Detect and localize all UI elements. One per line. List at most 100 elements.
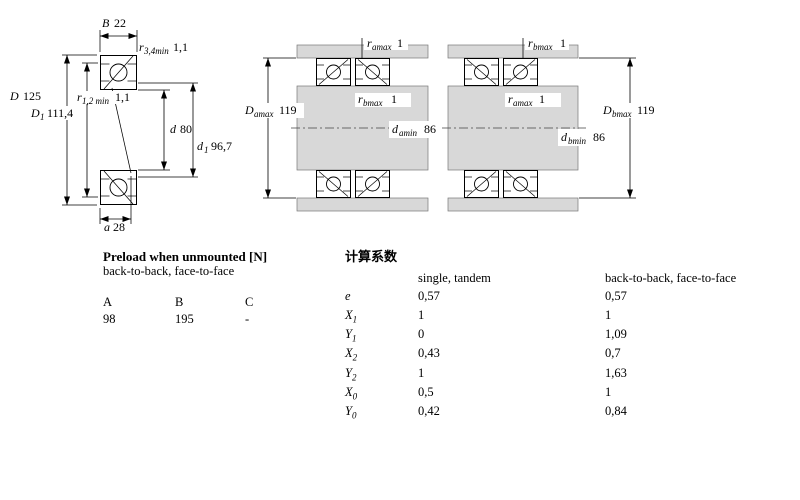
dim-B: B 22 <box>99 16 138 52</box>
back-to-back-arrangement-diagram: D amax 119 r amax 1 r bmax 1 d amin 86 <box>242 36 443 212</box>
dim-Damax-sym: D <box>244 103 254 117</box>
dim-r34-sym: r <box>139 40 144 54</box>
factor-label: X0 <box>345 384 358 402</box>
dim-a-sym: a <box>104 220 110 234</box>
dim-d: d 80 <box>138 89 196 171</box>
factor-label: Y1 <box>345 327 357 344</box>
calculation-factors-table: 计算系数 single, tandem back-to-back, face-t… <box>345 249 785 423</box>
dim-Dbmax-sub: bmax <box>612 109 632 119</box>
dim-dbmin-sub: bmin <box>568 136 587 146</box>
dim-ramax-sym: r <box>367 36 372 50</box>
factor-value: 0,43 <box>418 346 440 361</box>
bearing-drawings: B 22 r 3,4min 1,1 D 125 D 1 111,4 r <box>9 16 662 234</box>
dim-ramax-val: 1 <box>397 36 403 50</box>
dim-B-val: 22 <box>114 16 126 30</box>
preload-table-title: Preload when unmounted [N] <box>103 249 268 264</box>
dim-r12-val: 1,1 <box>115 90 130 104</box>
dim-Dbmax-sym: D <box>602 103 612 117</box>
dim-damin-sym: d <box>392 122 399 136</box>
factors-col2-header: back-to-back, face-to-face <box>605 271 737 285</box>
dim-Dbmax-val: 119 <box>637 103 655 117</box>
dim-ramax-sub: amax <box>513 98 533 108</box>
dim-rbmax-mid: r bmax 1 <box>355 92 411 108</box>
factor-value: 0,5 <box>418 384 434 399</box>
housing-top <box>296 44 429 59</box>
preload-table: Preload when unmounted [N] back-to-back,… <box>103 249 333 327</box>
dim-a-val: 28 <box>113 220 125 234</box>
preload-col-header: C <box>245 295 254 309</box>
dim-rbmax-val: 1 <box>560 36 566 50</box>
factor-value: 1 <box>418 365 425 380</box>
dim-a: a 28 <box>99 176 132 234</box>
dim-Damax-val: 119 <box>279 103 297 117</box>
factor-value: 1,63 <box>605 365 627 380</box>
factors-col1-header: single, tandem <box>418 271 491 285</box>
factor-value: 0,57 <box>418 288 440 303</box>
factor-value: 1 <box>605 307 612 322</box>
dim-rbmax-sym: r <box>358 92 363 106</box>
factor-value: 0,42 <box>418 403 440 418</box>
dim-D1-sym: D <box>30 106 40 120</box>
dim-d1-sub: 1 <box>204 145 209 155</box>
dim-rbmax-top: r bmax 1 <box>522 36 569 58</box>
factor-label: Y2 <box>345 365 357 383</box>
preload-table-subtitle: back-to-back, face-to-face <box>103 264 235 278</box>
dim-damin-val: 86 <box>424 122 436 136</box>
dim-Dbmax: D bmax 119 <box>579 57 662 199</box>
factor-value: 0,7 <box>605 346 621 361</box>
dim-D1-val: 111,4 <box>47 106 73 120</box>
dim-D1-sub: 1 <box>40 112 45 122</box>
factor-value: 1 <box>418 307 425 322</box>
factor-value: 0 <box>418 327 425 342</box>
factors-label-column <box>345 271 418 286</box>
dim-ramax-val: 1 <box>539 92 545 106</box>
factor-label: X1 <box>345 307 358 325</box>
dim-rbmax-val: 1 <box>391 92 397 106</box>
preload-value: 195 <box>175 312 194 326</box>
factor-label: Y0 <box>345 403 357 421</box>
dim-Damax: D amax 119 <box>242 57 304 199</box>
dim-r12: r 1,2 min 1,1 <box>74 90 136 106</box>
preload-value: - <box>245 312 250 326</box>
dim-D1: D 1 111,4 <box>28 62 98 198</box>
factor-value: 1 <box>605 384 612 399</box>
factor-value: 0,57 <box>605 288 627 303</box>
dim-ramax-mid: r amax 1 <box>505 92 561 108</box>
dim-r34: r 3,4min 1,1 <box>139 40 188 56</box>
dim-ramax-sym: r <box>508 92 513 106</box>
dim-D: D 125 <box>9 54 97 206</box>
dim-r34-val: 1,1 <box>173 40 188 54</box>
dim-D-val: 125 <box>23 89 41 103</box>
dim-rbmax-sub: bmax <box>363 98 383 108</box>
dim-rbmax-sub: bmax <box>533 42 553 52</box>
factor-value: 1,09 <box>605 327 627 342</box>
housing-bottom <box>296 197 429 212</box>
dim-ramax-top: r amax 1 <box>361 36 408 58</box>
dim-damin-sub: amin <box>399 128 418 138</box>
single-bearing-section-diagram: B 22 r 3,4min 1,1 D 125 D 1 111,4 r <box>9 16 232 234</box>
dim-d1-val: 96,7 <box>211 139 232 153</box>
dim-B-sym: B <box>102 16 110 30</box>
dim-damin: d amin 86 <box>389 121 443 138</box>
preload-col-header: A <box>103 295 113 309</box>
dim-r34-sub: 3,4min <box>143 46 169 56</box>
dim-dbmin-val: 86 <box>593 130 605 144</box>
dim-d1-sym: d <box>197 139 204 153</box>
dim-Damax-sub: amax <box>254 109 274 119</box>
dim-ramax-sub: amax <box>372 42 392 52</box>
dim-dbmin-sym: d <box>561 130 568 144</box>
factor-label: e <box>345 288 351 303</box>
preload-value: 98 <box>103 312 116 326</box>
dim-d-val: 80 <box>180 122 192 136</box>
dim-r12-sub: 1,2 min <box>82 96 110 106</box>
dim-r12-sym: r <box>77 90 82 104</box>
factors-table-title: 计算系数 <box>345 249 398 264</box>
factor-label: X2 <box>345 346 358 363</box>
face-to-face-arrangement-diagram: r bmax 1 r amax 1 d bmin 86 D bmax 119 <box>442 36 662 212</box>
dim-d1: d 1 96,7 <box>138 82 232 178</box>
dim-d-sym: d <box>170 122 177 136</box>
preload-col-header: B <box>175 295 184 309</box>
dim-rbmax-sym: r <box>528 36 533 50</box>
housing-bottom <box>447 197 579 212</box>
